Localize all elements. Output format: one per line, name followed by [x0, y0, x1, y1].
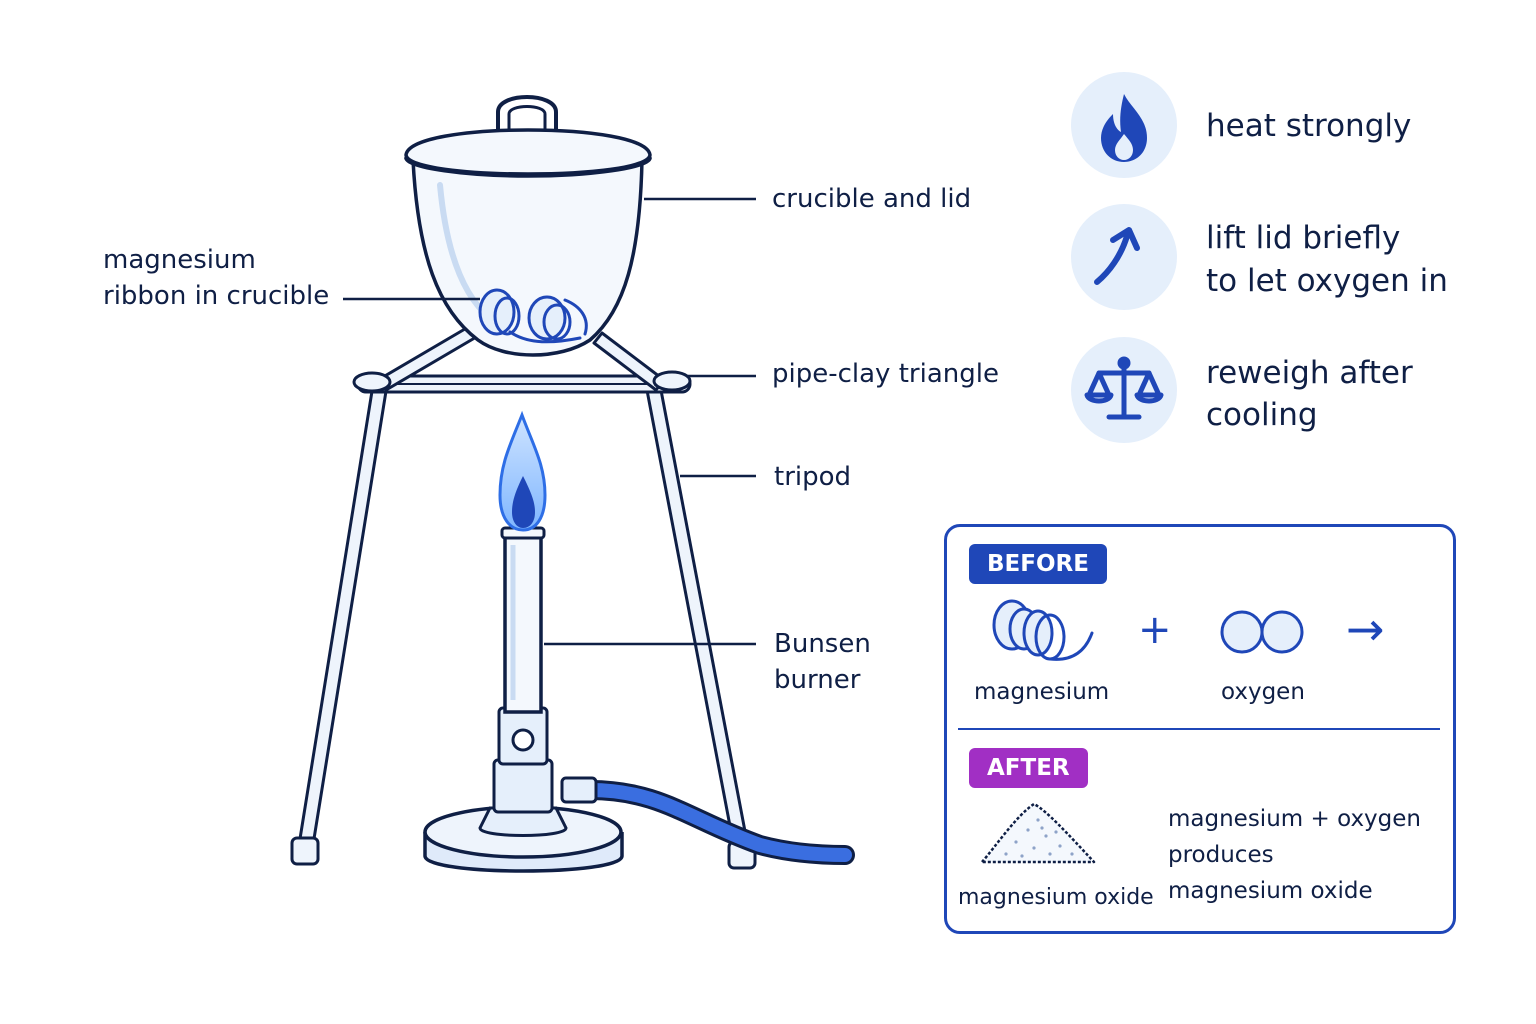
- balance-scale-icon: [1071, 337, 1177, 443]
- label-crucible-and-lid: crucible and lid: [772, 184, 972, 214]
- oxygen-molecule-icon: [1220, 610, 1304, 654]
- crucible: [411, 158, 644, 357]
- bunsen-burner: [423, 526, 855, 873]
- label-tripod: tripod: [774, 462, 852, 492]
- step-3-text-line2: cooling: [1206, 397, 1318, 433]
- step-3-text-line1: reweigh after: [1206, 355, 1413, 391]
- magnesium-ribbon: [478, 288, 588, 344]
- panel-divider: [958, 728, 1440, 730]
- crucible-lid: [404, 95, 652, 178]
- step-2-text-line2: to let oxygen in: [1206, 263, 1448, 299]
- tripod: [290, 374, 757, 870]
- label-pipe-clay-triangle: pipe-clay triangle: [772, 359, 999, 389]
- leader-lines: [343, 197, 756, 646]
- pipe-clay-triangle: [352, 324, 692, 393]
- after-badge: AFTER: [969, 748, 1088, 788]
- curved-arrow-icon: [1071, 204, 1177, 310]
- magnesium-coil-icon: [992, 599, 1094, 661]
- before-badge: BEFORE: [969, 544, 1107, 584]
- after-product-magnesium-oxide: magnesium oxide: [958, 885, 1154, 910]
- flame: [498, 410, 547, 532]
- step-1-text: heat strongly: [1206, 108, 1412, 144]
- reaction-arrow: →: [1346, 602, 1385, 656]
- flame-icon: [1071, 72, 1177, 178]
- equation-line3: magnesium oxide: [1168, 878, 1373, 904]
- label-bunsen-burner-line2: burner: [774, 665, 861, 695]
- step-2-text-line1: lift lid briefly: [1206, 220, 1401, 256]
- plus-sign: +: [1138, 607, 1172, 653]
- label-magnesium-ribbon-line1: magnesium: [103, 245, 256, 275]
- before-reactant-magnesium: magnesium: [974, 679, 1110, 705]
- equation-line2: produces: [1168, 842, 1274, 868]
- label-magnesium-ribbon-line2: ribbon in crucible: [103, 281, 330, 311]
- label-bunsen-burner-line1: Bunsen: [774, 629, 871, 659]
- magnesium-oxide-powder-icon: [980, 802, 1096, 864]
- equation-line1: magnesium + oxygen: [1168, 806, 1421, 832]
- before-reactant-oxygen: oxygen: [1221, 679, 1305, 705]
